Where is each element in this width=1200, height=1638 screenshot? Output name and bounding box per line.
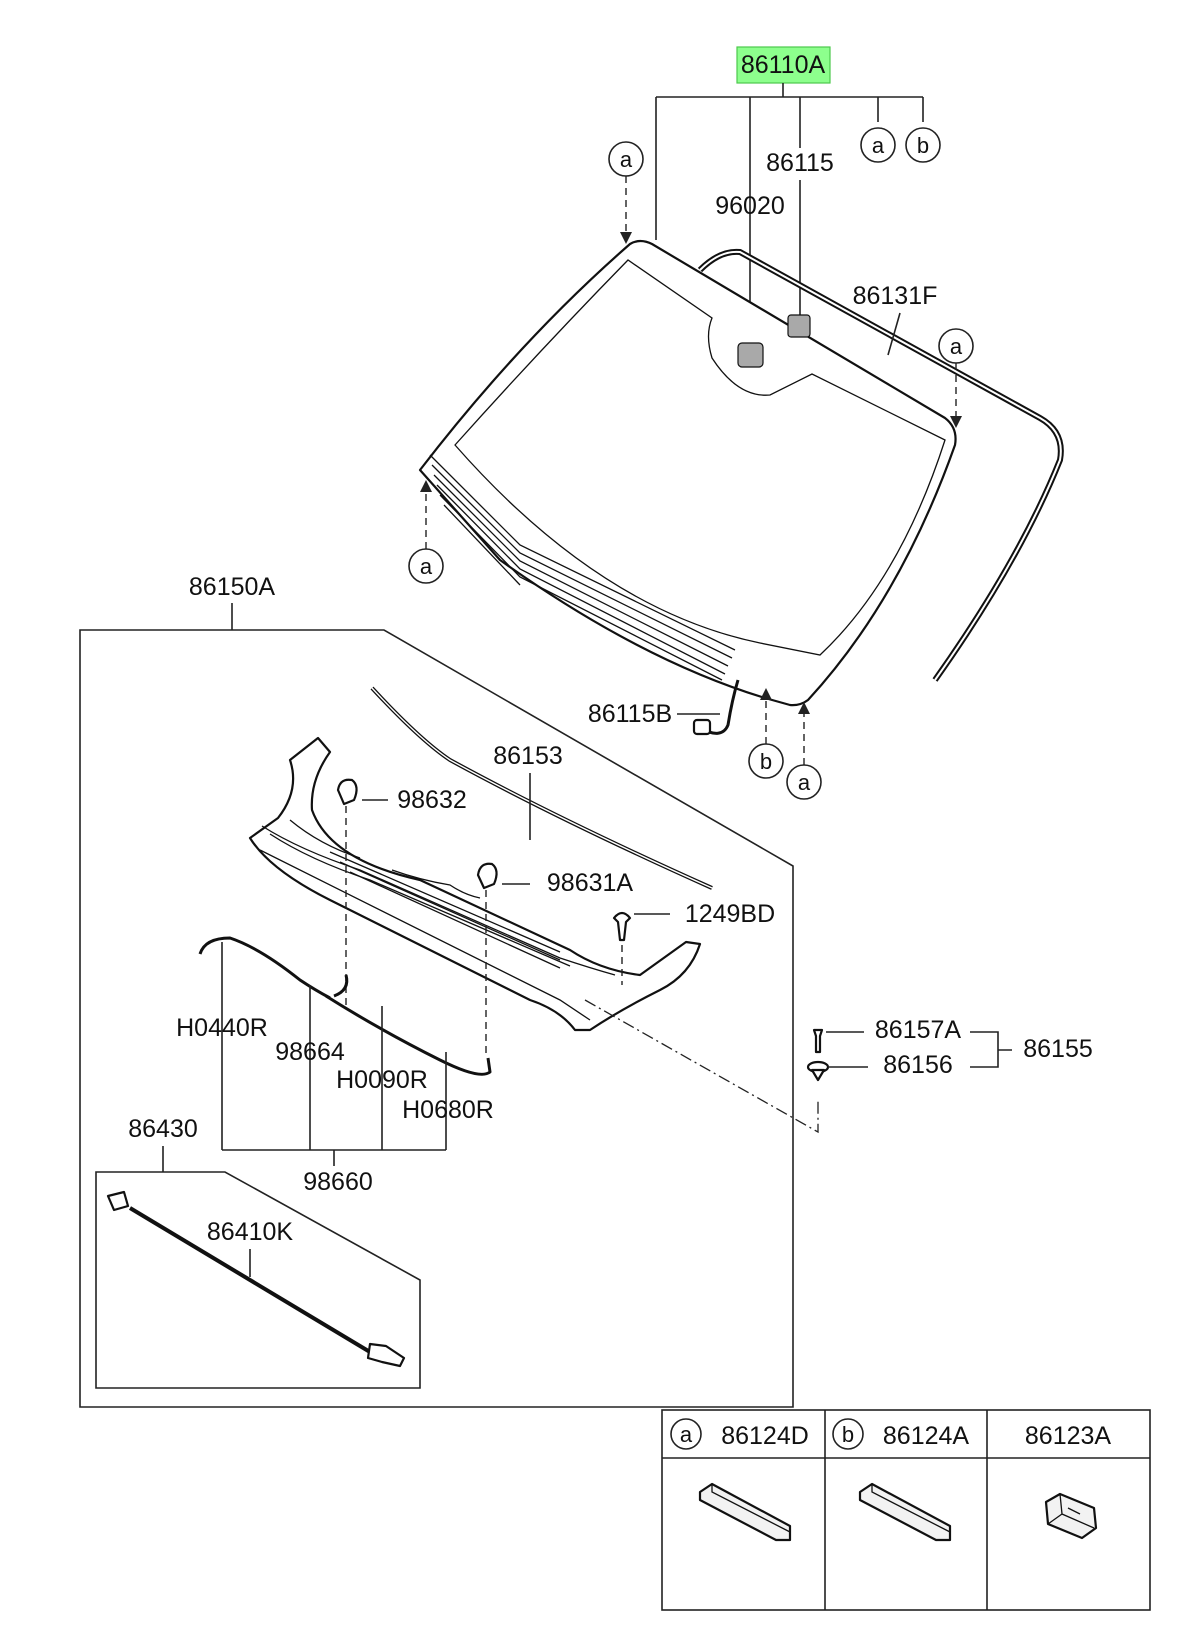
callout-b-top-text: b	[917, 133, 929, 158]
bolt-86157A	[812, 1028, 824, 1054]
label-86157A[interactable]: 86157A	[875, 1016, 962, 1044]
label-98631A[interactable]: 98631A	[547, 869, 634, 897]
label-86131F[interactable]: 86131F	[853, 282, 938, 310]
label-86153[interactable]: 86153	[493, 742, 563, 770]
callout-a-4-text: a	[798, 770, 811, 795]
legend-code-86124D[interactable]: 86124D	[721, 1422, 809, 1450]
label-86150A[interactable]: 86150A	[189, 573, 276, 601]
hose-H0440R	[198, 936, 331, 1000]
legend-a-symbol-text: a	[680, 1422, 693, 1447]
label-98664[interactable]: 98664	[275, 1038, 345, 1066]
label-86115B[interactable]: 86115B	[588, 700, 672, 728]
label-86156[interactable]: 86156	[883, 1051, 953, 1079]
box-86430	[95, 1146, 421, 1389]
label-H0440R[interactable]: H0440R	[176, 1014, 268, 1042]
leader-86110A	[655, 83, 924, 335]
label-86430[interactable]: 86430	[128, 1115, 198, 1143]
label-98632[interactable]: 98632	[397, 786, 467, 814]
nozzle-98632	[336, 778, 358, 806]
legend-code-86123A[interactable]: 86123A	[1025, 1422, 1112, 1450]
legend-table: a 86124D b 86124A 86123A	[661, 1409, 1151, 1611]
label-86155[interactable]: 86155	[1023, 1035, 1093, 1063]
legend-code-86124A[interactable]: 86124A	[883, 1422, 970, 1450]
box-86150A	[79, 603, 794, 1408]
highlight-box	[736, 46, 831, 84]
legend-b-symbol	[832, 1418, 864, 1450]
label-98660[interactable]: 98660	[303, 1168, 373, 1196]
label-86410K[interactable]: 86410K	[207, 1218, 294, 1246]
hose-H0680R	[325, 994, 492, 1076]
label-H0680R[interactable]: H0680R	[402, 1096, 494, 1124]
legend-a-symbol	[670, 1418, 702, 1450]
screw-1249BD	[612, 911, 632, 942]
callout-a-top	[860, 127, 896, 163]
callout-b-2-text: b	[760, 749, 772, 774]
nozzle-98631A	[476, 862, 498, 890]
label-86115[interactable]: 86115	[766, 149, 834, 177]
callout-a-1-text: a	[620, 147, 633, 172]
sensor-86115	[787, 314, 811, 338]
label-96020[interactable]: 96020	[715, 192, 785, 220]
label-H0090R[interactable]: H0090R	[336, 1066, 428, 1094]
legend-b-symbol-text: b	[842, 1422, 854, 1447]
windshield-glass	[418, 239, 957, 707]
callout-a-top-text: a	[872, 133, 885, 158]
label-86110A[interactable]: 86110A	[741, 51, 826, 79]
callout-a-2-text: a	[950, 334, 963, 359]
callout-b-top	[905, 127, 941, 163]
blade-86410K	[128, 1206, 372, 1354]
hose-H0090R	[333, 974, 349, 998]
callout-a-3-text: a	[420, 554, 433, 579]
cowl-panel	[248, 736, 702, 1032]
label-1249BD[interactable]: 1249BD	[685, 900, 775, 928]
sensor-96020	[737, 342, 764, 368]
